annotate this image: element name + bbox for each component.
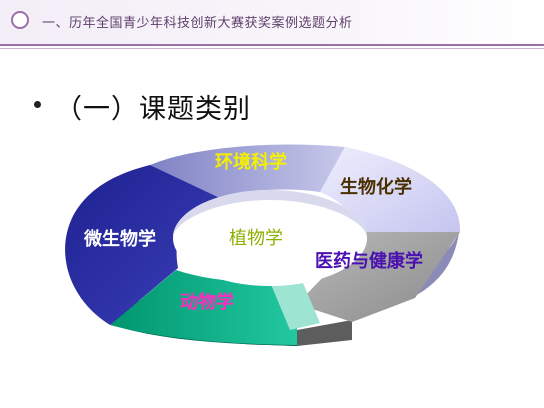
- header-circle-icon: [11, 11, 29, 29]
- ring-side-wall-right: [297, 320, 352, 346]
- segment-med-gap: [270, 276, 320, 330]
- slide-header: [0, 0, 544, 44]
- label-mic: 微生物学: [83, 228, 156, 250]
- segment-mic: [65, 165, 220, 325]
- header-divider: [0, 44, 544, 46]
- label-env: 环境科学: [215, 151, 287, 173]
- label-bio: 生物化学: [340, 176, 412, 198]
- label-center: 植物学: [229, 228, 283, 249]
- section-heading: （一）课题类别: [55, 94, 251, 125]
- bullet-icon: [34, 101, 41, 108]
- label-med: 医药与健康学: [315, 250, 423, 272]
- header-divider-thin: [0, 48, 544, 49]
- ring-inner-hole: [173, 190, 367, 286]
- slide-title: 一、历年全国青少年科技创新大赛获奖案例选题分析: [42, 16, 353, 31]
- ring-inner-wall: [173, 190, 367, 238]
- segment-ani: [110, 270, 297, 345]
- segment-med: [297, 232, 460, 322]
- label-ani: 动物学: [180, 291, 234, 313]
- segment-bio: [320, 147, 461, 232]
- segment-env: [150, 144, 345, 198]
